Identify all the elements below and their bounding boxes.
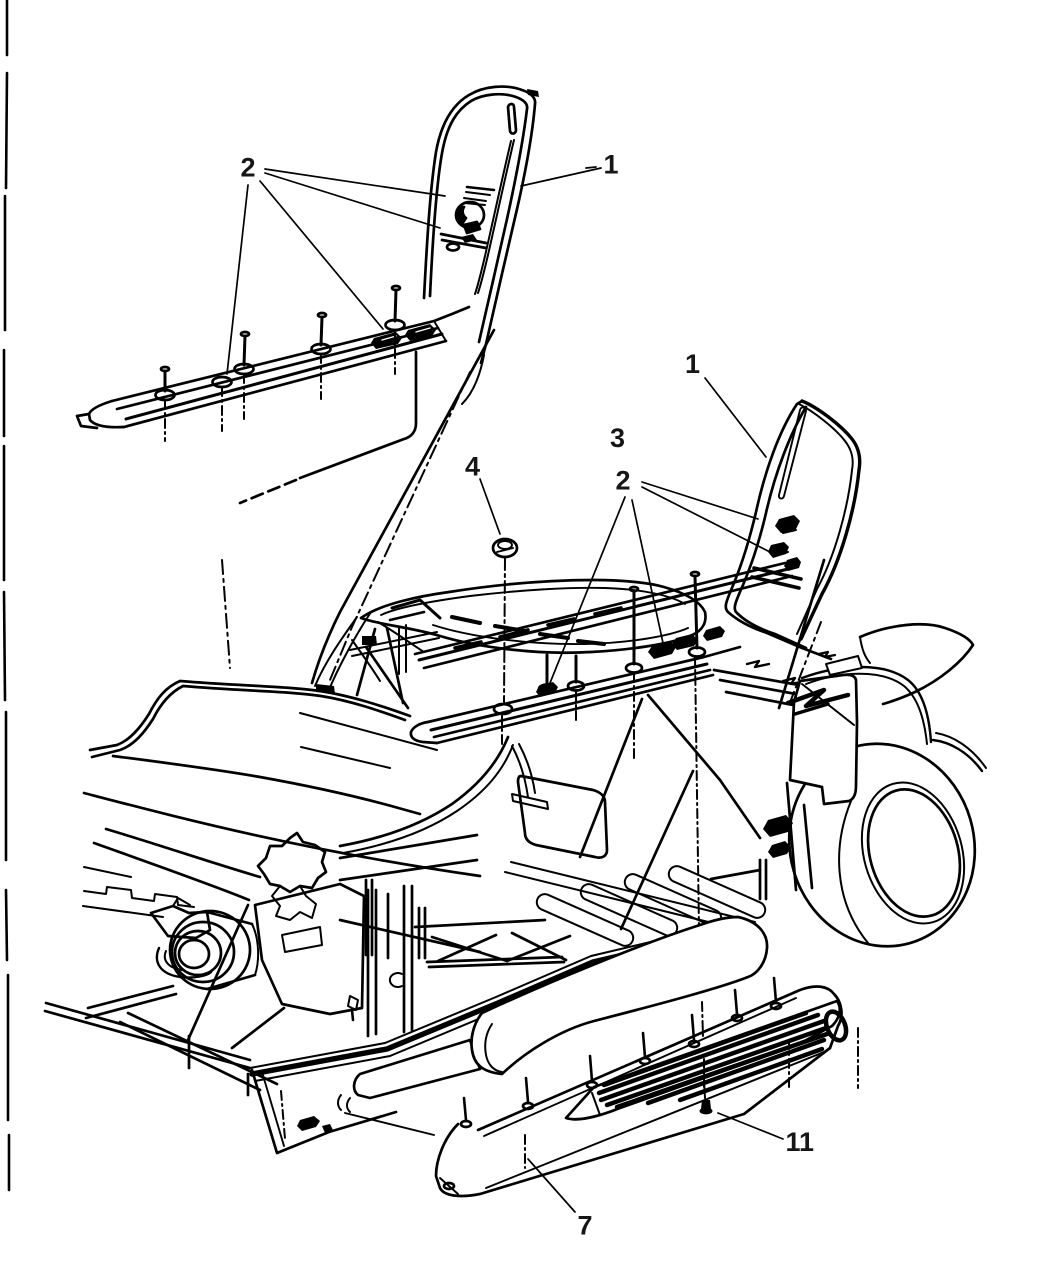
- svg-text:1: 1: [604, 149, 619, 179]
- svg-text:2: 2: [616, 466, 631, 496]
- svg-text:3: 3: [610, 423, 625, 453]
- svg-text:11: 11: [786, 1127, 815, 1157]
- svg-text:1: 1: [685, 349, 700, 379]
- svg-text:4: 4: [465, 452, 480, 482]
- svg-text:2: 2: [241, 153, 256, 183]
- svg-text:7: 7: [578, 1210, 593, 1240]
